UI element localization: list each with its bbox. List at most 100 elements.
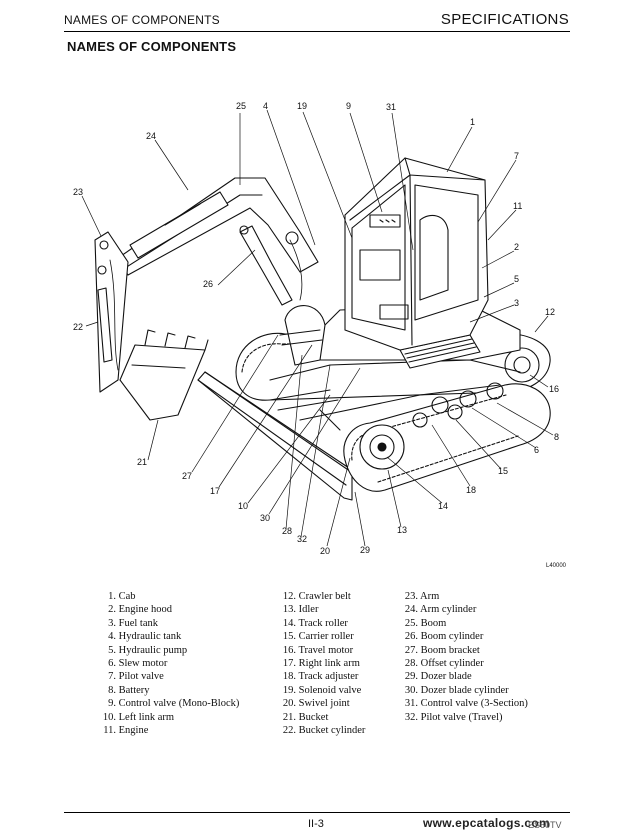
legend-item-number: 11. <box>103 725 116 737</box>
legend-item-number: 24. <box>404 604 418 616</box>
legend-item: 12. Crawler belt <box>278 590 365 603</box>
legend-item-label: Control valve (Mono-Block) <box>118 698 240 710</box>
legend-item-label: Boom cylinder <box>420 631 484 643</box>
legend-item-number: 21. <box>282 711 296 723</box>
callout-2: 2 <box>514 242 519 252</box>
legend-item-number: 19. <box>282 684 296 696</box>
legend-item-label: Travel motor <box>298 644 354 656</box>
legend-item-number: 12. <box>282 591 296 602</box>
legend-item: 15. Carrier roller <box>278 630 365 643</box>
legend-item-label: Slew motor <box>118 658 168 670</box>
legend-item-number: 7. <box>108 671 116 683</box>
bucket-drawing <box>119 344 206 421</box>
legend-item: 25. Boom <box>400 617 528 630</box>
legend-item: 22. Bucket cylinder <box>278 724 366 737</box>
legend-item-label: Offset cylinder <box>420 658 484 670</box>
callout-28: 28 <box>282 526 292 536</box>
legend-item: 31. Control valve (3-Section) <box>400 697 528 710</box>
callout-13: 13 <box>397 525 407 535</box>
legend-item-number: 5. <box>108 644 116 656</box>
legend-item-label: Boom bracket <box>420 644 480 656</box>
legend-item-label: Pilot valve (Travel) <box>420 711 503 723</box>
legend-item-label: Solenoid valve <box>298 684 362 696</box>
legend-item-number: 29. <box>404 671 418 683</box>
legend-item: 6. Slew motor <box>98 657 239 670</box>
running-header-right: SPECIFICATIONS <box>440 11 569 28</box>
callout-16: 16 <box>549 384 559 394</box>
legend-item-number: 22. <box>282 725 296 737</box>
legend-item: 32. Pilot valve (Travel) <box>400 711 528 724</box>
legend-item-number: 9. <box>108 698 116 710</box>
legend-item-label: Battery <box>118 684 150 696</box>
callout-10: 10 <box>238 501 248 511</box>
legend-item: 26. Boom cylinder <box>400 630 528 643</box>
legend-item: 2. Engine hood <box>98 603 239 616</box>
legend-item-label: Control valve (3-Section) <box>420 698 528 710</box>
legend-item: 27. Boom bracket <box>400 644 528 657</box>
callout-11: 11 <box>513 201 522 211</box>
callout-5: 5 <box>514 274 519 284</box>
legend-item-label: Engine <box>118 725 149 737</box>
callout-15: 15 <box>498 466 508 476</box>
legend-item-number: 32. <box>404 711 418 723</box>
legend-item-number: 8. <box>108 684 116 696</box>
legend-item-number: 13. <box>282 604 296 616</box>
callout-6: 6 <box>534 445 539 455</box>
legend-item-number: 2. <box>108 604 116 616</box>
legend-item-label: Dozer blade cylinder <box>420 684 509 696</box>
watermark: www.epcatalogs.com <box>423 816 550 830</box>
callout-22: 22 <box>73 322 83 332</box>
legend-item-label: Track adjuster <box>298 671 359 683</box>
boom-drawing <box>117 177 319 276</box>
legend-item-number: 31. <box>404 698 418 710</box>
legend-item: 7. Pilot valve <box>98 670 239 683</box>
callout-29: 29 <box>360 545 370 555</box>
legend-item-number: 17. <box>282 658 296 670</box>
callout-24: 24 <box>146 131 156 141</box>
legend-item-label: Engine hood <box>118 604 172 616</box>
legend-item-number: 15. <box>282 631 296 643</box>
dozer-blade-drawing <box>197 371 353 501</box>
legend-item-label: Bucket cylinder <box>298 725 366 737</box>
legend-item-number: 27. <box>404 644 418 656</box>
callout-8: 8 <box>554 432 559 442</box>
legend-item-label: Pilot valve <box>118 671 164 683</box>
legend-item: 17. Right link arm <box>278 657 365 670</box>
footer-rule <box>64 812 570 813</box>
legend-item-number: 23. <box>404 591 418 602</box>
legend-item-label: Hydraulic tank <box>118 631 182 643</box>
page-number: II-3 <box>308 818 324 830</box>
legend-item-label: Crawler belt <box>298 591 351 602</box>
callout-4: 4 <box>263 101 268 111</box>
callout-26: 26 <box>203 279 213 289</box>
legend-item-label: Idler <box>298 604 319 616</box>
legend-item-number: 3. <box>108 617 116 629</box>
callout-31: 31 <box>386 102 396 112</box>
callout-30: 30 <box>260 513 270 523</box>
legend-item-label: Dozer blade <box>420 671 472 683</box>
legend-item: 1. Cab <box>98 590 239 603</box>
legend-item-number: 4. <box>108 631 116 643</box>
legend-item-label: Boom <box>420 617 447 629</box>
callout-3: 3 <box>514 298 519 308</box>
legend-item-label: Arm cylinder <box>420 604 477 616</box>
legend-item: 9. Control valve (Mono-Block) <box>98 697 239 710</box>
legend-item: 24. Arm cylinder <box>400 603 528 616</box>
callout-17: 17 <box>210 486 220 496</box>
legend-item-number: 14. <box>282 617 296 629</box>
callout-7: 7 <box>514 151 519 161</box>
legend-item: 30. Dozer blade cylinder <box>400 684 528 697</box>
header-rule <box>64 31 570 32</box>
legend-item: 8. Battery <box>98 684 239 697</box>
legend-item: 14. Track roller <box>278 617 365 630</box>
cab-drawing <box>344 157 489 351</box>
page-title: NAMES OF COMPONENTS <box>67 39 237 54</box>
legend-item-number: 16. <box>282 644 296 656</box>
legend-item-label: Swivel joint <box>298 698 350 710</box>
legend-item: 4. Hydraulic tank <box>98 630 239 643</box>
legend-item-label: Fuel tank <box>118 617 158 629</box>
callout-21: 21 <box>137 457 147 467</box>
legend-item: 19. Solenoid valve <box>278 684 365 697</box>
